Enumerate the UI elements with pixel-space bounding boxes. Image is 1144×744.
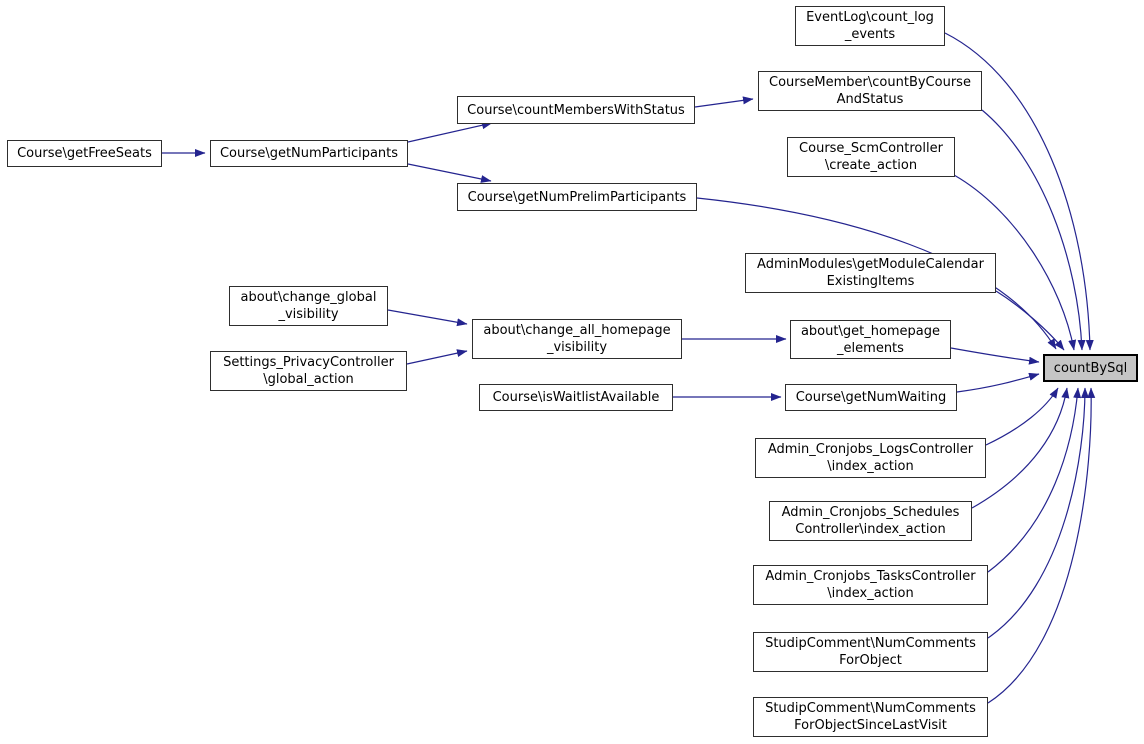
node-course-getnumwaiting[interactable]: Course\getNumWaiting	[785, 384, 957, 411]
edge-count-log-events-to-countbysql	[944, 32, 1094, 351]
node-label: AdminModules\getModuleCalendar	[757, 257, 984, 272]
node-eventlog-count-log-events[interactable]: EventLog\count_log _events	[795, 6, 945, 46]
node-admin-cronjobs-schedulescontroller-index-action[interactable]: Admin_Cronjobs_Schedules Controller\inde…	[769, 501, 972, 541]
node-countbysql-target: countBySql	[1043, 354, 1138, 382]
node-course-iswaitlistavailable[interactable]: Course\isWaitlistAvailable	[479, 384, 673, 411]
node-adminmodules-getmodulecalendarexistingitems[interactable]: AdminModules\getModuleCalendar ExistingI…	[745, 253, 996, 293]
edge-getmodulecalendarexistingitems-to-countbysql	[995, 290, 1065, 351]
node-label: Course\getFreeSeats	[17, 146, 152, 161]
node-label: Admin_Cronjobs_TasksController	[765, 569, 976, 584]
node-label: _elements	[837, 340, 904, 356]
edge-create-action-to-countbysql	[953, 174, 1077, 351]
node-label: ForObjectSinceLastVisit	[794, 718, 947, 733]
node-label: Admin_Cronjobs_LogsController	[767, 442, 974, 457]
node-label: Course\getNumPrelimParticipants	[467, 189, 687, 205]
node-course-countmemberswithstatus[interactable]: Course\countMembersWithStatus	[457, 96, 695, 124]
edge-cronjobs-schedules-index-action-to-countbysql	[971, 387, 1070, 509]
node-label: Course_ScmController	[799, 141, 943, 156]
node-course-getnumprelimparticipants[interactable]: Course\getNumPrelimParticipants	[457, 183, 697, 211]
node-label: EventLog\count_log	[806, 10, 934, 25]
node-course-getfreeseats[interactable]: Course\getFreeSeats	[7, 140, 162, 167]
node-label: _visibility	[546, 340, 608, 355]
node-label: AndStatus	[836, 92, 904, 107]
edge-countmemberswithstatus-to-countbycourseandstatus	[694, 96, 754, 108]
edge-cronjobs-tasks-index-action-to-countbysql	[987, 387, 1082, 573]
node-studipcomment-numcommentsforobject[interactable]: StudipComment\NumComments ForObject	[753, 632, 988, 672]
node-label: ExistingItems	[826, 274, 915, 289]
node-studipcomment-numcommentsforobjectsincelastvisit[interactable]: StudipComment\NumComments ForObjectSince…	[753, 697, 988, 737]
node-label: \global_action	[263, 372, 354, 387]
node-course-scmcontroller-create-action[interactable]: Course_ScmController \create_action	[787, 137, 955, 177]
node-coursemember-countbycourseandstatus[interactable]: CourseMember\countByCourse AndStatus	[758, 71, 982, 111]
node-label: Course\countMembersWithStatus	[467, 102, 685, 118]
node-label: \create_action	[824, 158, 918, 173]
edge-numcommentsforobjectsincelastvisit-to-countbysql	[987, 387, 1096, 704]
edge-getnumwaiting-to-countbysql	[956, 372, 1040, 393]
edge-global-action-to-change-all-homepage-visibility	[406, 349, 468, 365]
node-about-change-global-visibility[interactable]: about\change_global _visibility	[229, 286, 388, 326]
edge-numcommentsforobject-to-countbysql	[987, 387, 1089, 639]
node-label: about\change_all_homepage	[483, 323, 671, 338]
node-label: \index_action	[827, 586, 914, 601]
node-label: ForObject	[839, 653, 902, 668]
node-about-change-all-homepage-visibility[interactable]: about\change_all_homepage _visibility	[472, 319, 682, 359]
edge-change-global-visibility-to-change-all-homepage-visibility	[387, 309, 468, 327]
node-label: \index_action	[827, 459, 914, 474]
node-label: CourseMember\countByCourse	[769, 75, 971, 90]
node-label: Course\isWaitlistAvailable	[492, 390, 660, 405]
node-course-getnumparticipants[interactable]: Course\getNumParticipants	[210, 140, 408, 167]
node-label: Settings_PrivacyController	[223, 355, 394, 370]
node-label: Course\getNumWaiting	[795, 390, 947, 405]
node-label: StudipComment\NumComments	[765, 636, 976, 651]
edge-get-homepage-elements-to-countbysql	[950, 347, 1040, 365]
node-label: Course\getNumParticipants	[219, 146, 399, 161]
edge-getnumparticipants-to-getnumprelimparticipants	[407, 163, 492, 183]
node-label: Admin_Cronjobs_Schedules	[781, 505, 960, 520]
edge-cronjobs-logs-index-action-to-countbysql	[985, 387, 1059, 446]
node-label: StudipComment\NumComments	[765, 701, 976, 716]
node-settings-privacycontroller-global-action[interactable]: Settings_PrivacyController \global_actio…	[210, 351, 407, 391]
edge-countbycourseandstatus-to-countbysql	[981, 109, 1086, 351]
node-label: _visibility	[278, 307, 339, 322]
node-about-get-homepage-elements[interactable]: about\get_homepage _elements	[790, 320, 951, 359]
node-label: about\get_homepage	[800, 323, 941, 339]
node-label: about\change_global	[240, 290, 377, 305]
node-label: _events	[844, 27, 896, 42]
edge-getnumparticipants-to-countmemberswithstatus	[407, 121, 493, 143]
node-admin-cronjobs-taskscontroller-index-action[interactable]: Admin_Cronjobs_TasksController \index_ac…	[753, 565, 988, 605]
node-label: Controller\index_action	[795, 522, 946, 537]
node-label: countBySql	[1053, 360, 1128, 376]
node-admin-cronjobs-logscontroller-index-action[interactable]: Admin_Cronjobs_LogsController \index_act…	[755, 438, 986, 478]
